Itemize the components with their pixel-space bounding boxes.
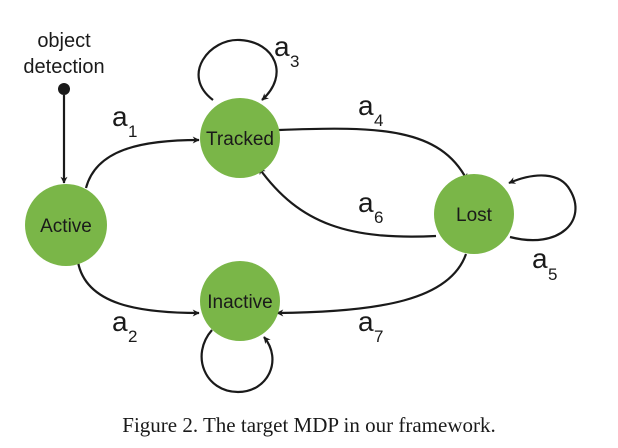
a6-sub: 6 [374,208,383,227]
state-label-lost: Lost [456,205,493,226]
state-label-inactive: Inactive [207,292,272,313]
a3-sub: 3 [290,52,299,71]
edge-a6-lost-to-tracked [258,167,437,238]
a1-sub: 1 [128,122,137,141]
edge-a3-tracked-self-loop [197,38,278,101]
edge-a4-tracked-to-lost [278,127,468,181]
edge-a5-lost-self-loop [508,174,577,242]
action-label-a1: a 1 [112,101,137,141]
a7-sub: 7 [374,327,383,346]
action-label-a4: a 4 [358,90,383,130]
action-label-a7: a 7 [358,306,383,346]
a2-sub: 2 [128,327,137,346]
a2-main: a [112,306,128,337]
state-label-active: Active [40,216,92,237]
a6-main: a [358,187,374,218]
a5-main: a [532,243,548,274]
a1-main: a [112,101,128,132]
source-label-line1: object [37,30,91,52]
action-label-a6: a 6 [358,187,383,227]
a4-sub: 4 [374,111,383,130]
action-label-a3: a 3 [274,31,299,71]
tracked-circle [200,98,280,178]
state-node-inactive: Inactive [200,261,280,341]
mdp-diagram: object detection Active Tracked [23,30,577,394]
state-node-tracked: Tracked [200,98,280,178]
action-label-a5: a 5 [532,243,557,284]
edge-inactive-self-loop [200,329,274,394]
state-label-tracked: Tracked [206,129,274,150]
edge-a1-active-to-tracked [84,136,200,189]
state-node-active: Active [25,184,107,266]
a5-sub: 5 [548,265,557,284]
source-label-line2: detection [23,56,104,78]
lost-circle [434,174,514,254]
action-label-a2: a 2 [112,306,137,346]
a4-main: a [358,90,374,121]
source-dot [58,83,70,95]
edge-a2-active-to-inactive [76,261,200,317]
state-node-lost: Lost [434,174,514,254]
a3-main: a [274,31,290,62]
edge-a7-lost-to-inactive [276,253,468,317]
active-circle [25,184,107,266]
a7-main: a [358,306,374,337]
figure-caption: Figure 2. The target MDP in our framewor… [122,413,496,437]
inactive-circle [200,261,280,341]
